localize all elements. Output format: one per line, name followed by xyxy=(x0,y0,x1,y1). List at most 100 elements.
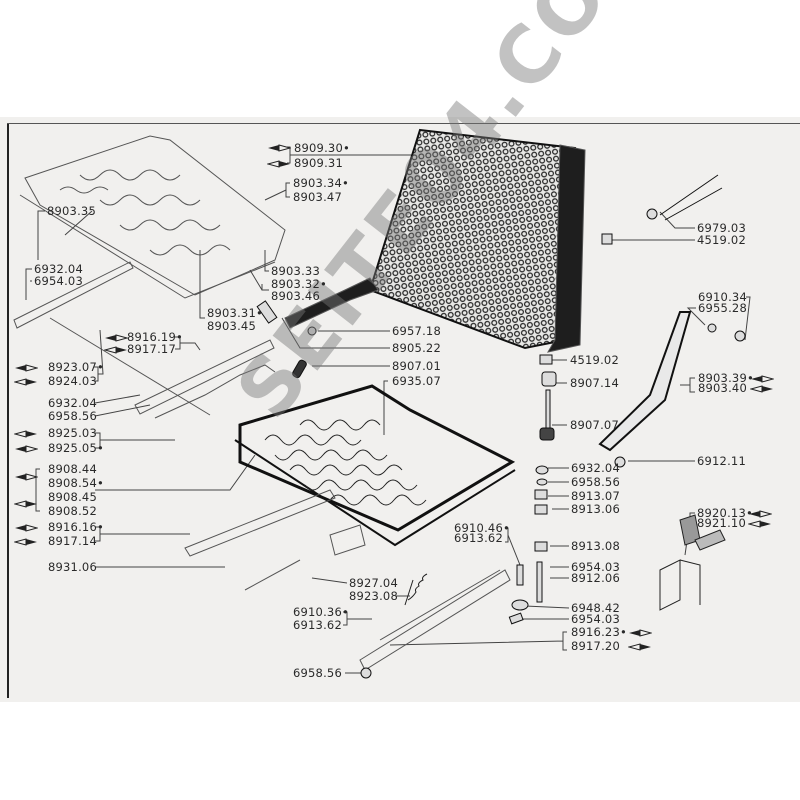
torsion-bar xyxy=(49,317,211,416)
right-filled-arrow-icon xyxy=(14,538,37,546)
part-label: 8925.03 xyxy=(48,426,97,440)
part-label: 8913.06 xyxy=(571,502,620,516)
part-label: 6954.03 xyxy=(34,274,83,288)
part-label: 8907.01 xyxy=(392,359,441,373)
side-trim-8903-39 xyxy=(598,311,692,452)
part-label: 8923.07• xyxy=(48,360,104,374)
part-label: 8923.08 xyxy=(349,589,398,603)
part-label: 8924.03 xyxy=(48,374,97,388)
part-label: 8921.10 xyxy=(697,516,746,530)
right-filled-arrow-icon xyxy=(14,430,37,438)
bottom-rail xyxy=(359,569,511,671)
part-label: 4519.02 xyxy=(697,233,746,247)
left-filled-arrow-icon xyxy=(749,510,772,518)
part-label: 8917.14 xyxy=(48,534,97,548)
backrest-hinge-arm xyxy=(284,277,379,329)
backrest-mesh xyxy=(368,128,577,350)
ghost-seat-frame xyxy=(24,135,286,296)
seat-frame xyxy=(238,384,516,532)
left-filled-arrow-icon xyxy=(15,473,38,481)
part-label: 8909.30• xyxy=(294,141,350,155)
right-filled-arrow-icon xyxy=(14,500,37,508)
part-label: 8913.08 xyxy=(571,539,620,553)
part-label: 8903.31• xyxy=(207,306,263,320)
part-label: 6979.03 xyxy=(697,221,746,235)
left-filled-arrow-icon xyxy=(15,445,38,453)
part-label: 6932.04 xyxy=(34,262,83,276)
part-label: 6910.46• xyxy=(454,521,510,535)
part-label: 8903.46 xyxy=(271,289,320,303)
part-label: 8903.45 xyxy=(207,319,256,333)
left-filled-arrow-icon xyxy=(268,144,291,152)
nut-4519 xyxy=(539,354,553,365)
part-label: 4519.02 xyxy=(570,353,619,367)
part-label: 6913.62 xyxy=(454,531,503,545)
part-label: 6935.07 xyxy=(392,374,441,388)
seat-springs xyxy=(264,419,427,506)
ghost-springs xyxy=(59,169,231,256)
part-label: 8913.07 xyxy=(571,489,620,503)
nut-4519-top xyxy=(601,233,613,245)
part-label: 6958.56 xyxy=(48,409,97,423)
left-filled-arrow-icon xyxy=(15,364,38,372)
recline-lever xyxy=(659,514,726,611)
part-label: 8903.35 xyxy=(47,204,96,218)
part-label: 8903.47 xyxy=(293,190,342,204)
spring-clip xyxy=(646,208,658,220)
part-label: 6910.36• xyxy=(293,605,349,619)
part-label: 6932.04 xyxy=(48,396,97,410)
left-filled-arrow-icon xyxy=(629,629,652,637)
left-filled-arrow-icon xyxy=(105,334,128,342)
part-label: 8903.34• xyxy=(293,176,349,190)
part-label: 6954.03 xyxy=(571,612,620,626)
left-filled-arrow-icon xyxy=(751,375,774,383)
part-label: 8916.23• xyxy=(571,625,627,639)
sheet-left-border xyxy=(7,124,9,698)
part-label: 8917.17 xyxy=(127,342,176,356)
part-label: 6958.56 xyxy=(571,475,620,489)
part-label: 8903.32• xyxy=(271,277,327,291)
part-label: 8927.04 xyxy=(349,576,398,590)
part-label: 8907.14 xyxy=(570,376,619,390)
part-label: 8905.22 xyxy=(392,341,441,355)
part-label: 8931.06 xyxy=(48,560,97,574)
washer xyxy=(307,326,317,336)
right-filled-arrow-icon xyxy=(750,385,773,393)
rod xyxy=(659,174,723,221)
left-rail xyxy=(13,261,134,329)
part-label: 6932.04 xyxy=(571,461,620,475)
spring-coil xyxy=(404,573,428,606)
part-label: 8903.33 xyxy=(271,264,320,278)
right-rail xyxy=(134,339,276,419)
right-filled-arrow-icon xyxy=(628,643,651,651)
part-label: 6957.18 xyxy=(392,324,441,338)
part-label: 8912.06 xyxy=(571,571,620,585)
part-label: 8908.54• xyxy=(48,476,104,490)
part-label: 8908.45 xyxy=(48,490,97,504)
right-filled-arrow-icon xyxy=(267,160,290,168)
stud-8907-07 xyxy=(545,389,551,431)
part-label: 8908.44 xyxy=(48,462,97,476)
part-label: 6910.34 xyxy=(698,290,747,304)
left-filled-arrow-icon xyxy=(15,524,38,532)
part-label: 8917.20 xyxy=(571,639,620,653)
part-label: 6948.42 xyxy=(571,601,620,615)
right-filled-arrow-icon xyxy=(14,378,37,386)
part-label: 8909.31 xyxy=(294,156,343,170)
part-label: 8920.13• xyxy=(697,506,753,520)
part-label: 6955.28 xyxy=(698,301,747,315)
part-label: 8916.16• xyxy=(48,520,104,534)
part-label: 8908.52 xyxy=(48,504,97,518)
spacer-8907-14 xyxy=(541,371,557,387)
top-rule xyxy=(7,123,800,124)
right-filled-arrow-icon xyxy=(748,520,771,528)
part-label: 8903.40 xyxy=(698,381,747,395)
part-label: 6958.56 xyxy=(293,666,342,680)
right-filled-arrow-icon xyxy=(104,346,127,354)
bolt-8905 xyxy=(256,300,278,324)
bushing-8907 xyxy=(292,359,307,379)
part-label: 8925.05• xyxy=(48,441,104,455)
part-label: 6913.62 xyxy=(293,618,342,632)
part-label: 6912.11 xyxy=(697,454,746,468)
